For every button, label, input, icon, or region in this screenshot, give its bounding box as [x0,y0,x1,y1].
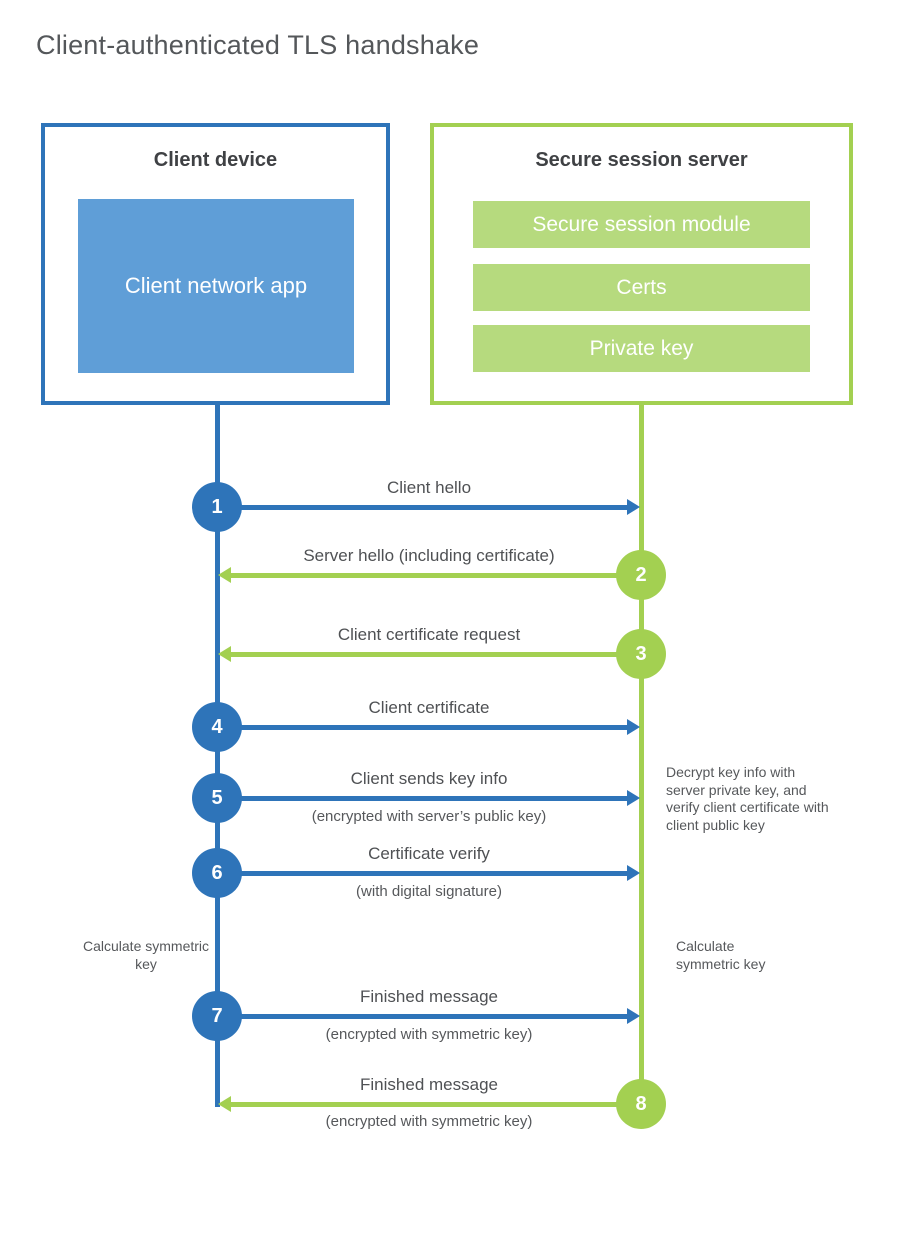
decrypt-key-note: Decrypt key info with server private key… [666,764,829,833]
step-3-label: Client certificate request [337,625,521,644]
calculate-symmetric-key-note-server: Calculate symmetric key [676,938,766,972]
step-5-sublabel: (encrypted with server’s public key) [311,808,547,825]
step-1-badge: 1 [192,482,242,532]
step-2-label: Server hello (including certificate) [303,546,555,565]
step-7-arrow-line [217,1014,627,1019]
step-7-arrowhead-icon [627,1008,640,1024]
server-title: Secure session server [535,149,748,171]
step-3-arrow-line [231,652,641,657]
client-device-title: Client device [153,149,278,171]
server-module-secure-session: Secure session module [473,201,810,248]
client-lifeline [215,405,220,1107]
step-7-label: Finished message [360,987,498,1006]
step-2-arrow-line [231,573,641,578]
step-8-badge: 8 [616,1079,666,1129]
step-5-arrowhead-icon [627,790,640,806]
step-7-badge: 7 [192,991,242,1041]
step-4-arrowhead-icon [627,719,640,735]
step-6-arrowhead-icon [627,865,640,881]
server-lifeline [639,405,644,1105]
step-3-arrowhead-icon [218,646,231,662]
step-6-badge: 6 [192,848,242,898]
step-1-label: Client hello [386,478,472,497]
step-8-arrow-line [231,1102,641,1107]
step-8-arrowhead-icon [218,1096,231,1112]
client-network-app-box: Client network app [78,199,354,373]
step-8-label: Finished message [360,1075,498,1094]
diagram-title: Client-authenticated TLS handshake [36,30,480,60]
step-6-sublabel: (with digital signature) [356,883,502,900]
calculate-symmetric-key-note-client: Calculate symmetric key [82,938,210,972]
step-7-sublabel: (encrypted with symmetric key) [325,1026,533,1043]
server-module-private-key: Private key [473,325,810,372]
step-5-label: Client sends key info [350,769,508,788]
step-2-arrowhead-icon [218,567,231,583]
server-module-certs: Certs [473,264,810,311]
step-4-badge: 4 [192,702,242,752]
step-3-badge: 3 [616,629,666,679]
step-4-arrow-line [217,725,627,730]
step-2-badge: 2 [616,550,666,600]
step-6-label: Certificate verify [368,844,490,863]
step-6-arrow-line [217,871,627,876]
step-1-arrowhead-icon [627,499,640,515]
step-5-arrow-line [217,796,627,801]
step-5-badge: 5 [192,773,242,823]
step-1-arrow-line [217,505,627,510]
step-4-label: Client certificate [368,698,490,717]
step-8-sublabel: (encrypted with symmetric key) [325,1113,533,1130]
